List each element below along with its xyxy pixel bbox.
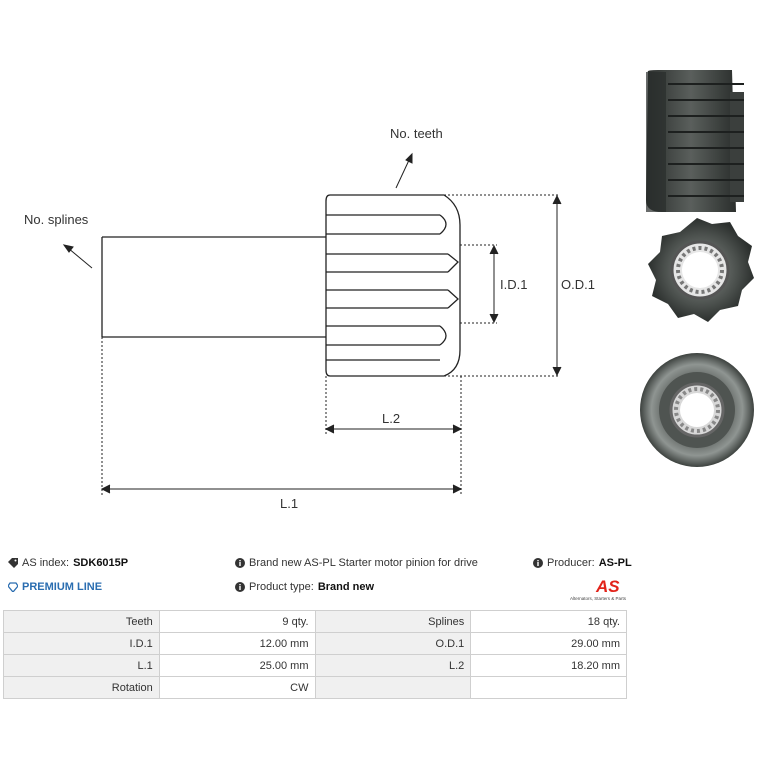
table-row: Rotation CW	[3, 676, 627, 699]
spec-value: CW	[158, 676, 316, 699]
description: Brand new AS-PL Starter motor pinion for…	[235, 557, 478, 569]
producer-value: AS-PL	[598, 557, 632, 569]
svg-text:AS: AS	[595, 577, 620, 596]
info-icon	[235, 558, 245, 568]
info-icon	[533, 558, 543, 568]
product-type: Product type: Brand new	[235, 581, 374, 593]
diamond-icon	[8, 582, 18, 592]
producer: Producer: AS-PL	[533, 557, 632, 569]
callout-arrows	[62, 152, 413, 269]
spec-label: L.1	[3, 654, 160, 677]
spec-label	[314, 676, 472, 699]
spec-value: 18.20 mm	[470, 654, 627, 677]
as-pl-logo: AS Alternators, Starters & Parts	[570, 577, 627, 601]
svg-text:Alternators, Starters & Parts: Alternators, Starters & Parts	[570, 596, 627, 601]
spec-label: Splines	[314, 610, 472, 633]
pinion-photo-gear-face	[648, 218, 754, 322]
spec-label: Rotation	[3, 676, 160, 699]
spec-label: I.D.1	[3, 632, 160, 655]
dimension-lines	[100, 194, 562, 495]
table-row: Teeth 9 qty. Splines 18 qty.	[3, 610, 627, 633]
pinion-photo-side	[646, 70, 744, 212]
spec-value: 29.00 mm	[470, 632, 627, 655]
spec-label: Teeth	[3, 610, 160, 633]
info-icon	[235, 582, 245, 592]
pinion-photo-back	[640, 353, 754, 467]
as-index-label: AS index:	[22, 557, 70, 569]
spec-value: 25.00 mm	[158, 654, 316, 677]
label-no-splines: No. splines	[24, 212, 89, 227]
description-text: Brand new AS-PL Starter motor pinion for…	[249, 557, 478, 569]
producer-label: Producer:	[547, 557, 595, 569]
product-type-value: Brand new	[317, 581, 375, 593]
pinion-diagram: No. splines No. teeth I.D.1 O.D.1 L.2 L.…	[24, 70, 754, 511]
premium-line-label: PREMIUM LINE	[22, 581, 103, 593]
shaft	[101, 236, 326, 338]
label-no-teeth: No. teeth	[390, 126, 443, 141]
label-od1: O.D.1	[561, 277, 595, 292]
spec-value: 18 qty.	[470, 610, 627, 633]
spec-value: 9 qty.	[158, 610, 316, 633]
premium-line: PREMIUM LINE	[8, 581, 102, 593]
table-row: I.D.1 12.00 mm O.D.1 29.00 mm	[3, 632, 627, 655]
spec-label: L.2	[314, 654, 472, 677]
product-type-label: Product type:	[249, 581, 314, 593]
table-row: L.1 25.00 mm L.2 18.20 mm	[3, 654, 627, 677]
specs-table: Teeth 9 qty. Splines 18 qty. I.D.1 12.00…	[3, 610, 627, 699]
label-l1: L.1	[280, 496, 298, 511]
spec-label: O.D.1	[314, 632, 472, 655]
spec-value: 12.00 mm	[158, 632, 316, 655]
as-index-value: SDK6015P	[73, 557, 129, 569]
tag-icon	[8, 558, 18, 568]
label-l2: L.2	[382, 411, 400, 426]
label-id1: I.D.1	[500, 277, 527, 292]
spec-value	[470, 676, 627, 699]
as-index: AS index: SDK6015P	[8, 557, 128, 569]
gear-head	[325, 194, 461, 377]
